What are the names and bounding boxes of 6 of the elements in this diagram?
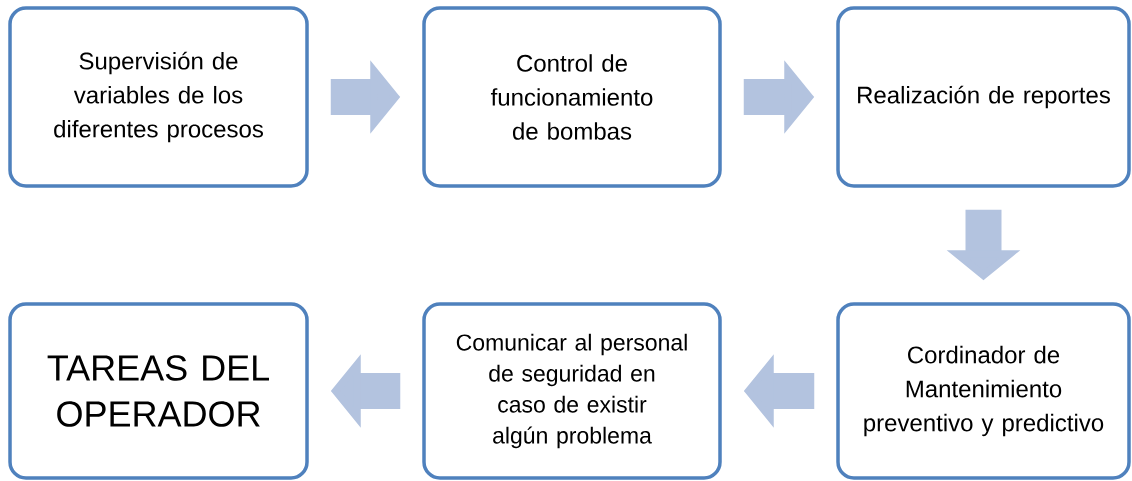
process-box: TAREAS DEL OPERADOR — [8, 302, 309, 480]
process-box: Comunicar al personal de seguridad en caso de existir algún problema — [422, 302, 722, 480]
process-box: Supervisión de variables de los diferentes procesos — [8, 6, 309, 188]
process-box: Control de funcionamiento de bombas — [422, 6, 722, 188]
process-box: Realización de reportes — [836, 6, 1131, 188]
process-box: Cordinador de Mantenimiento preventivo y predictivo — [836, 302, 1131, 480]
